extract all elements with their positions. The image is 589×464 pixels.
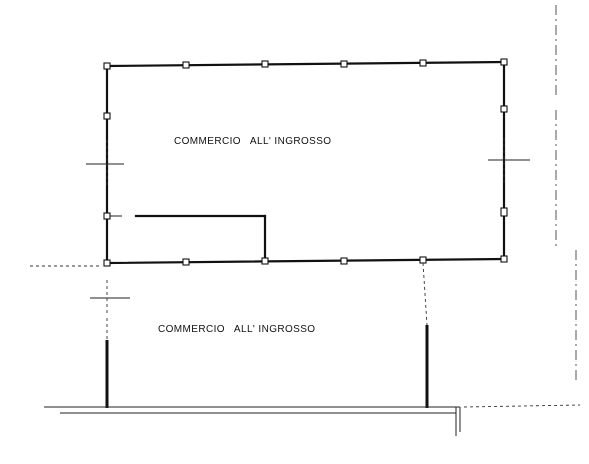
structural-nodes	[103, 58, 508, 267]
node	[419, 256, 427, 264]
node	[103, 212, 111, 220]
axis-markers	[86, 138, 530, 316]
inner-partition	[107, 214, 267, 263]
node	[261, 257, 269, 265]
node	[182, 258, 190, 266]
base-lines	[44, 404, 581, 436]
node	[103, 259, 111, 267]
upper-room-top-wall	[105, 60, 506, 68]
reference-lines	[30, 5, 577, 380]
reference-line-column	[422, 262, 428, 326]
lower-room-label: COMMERCIO ALL' INGROSSO	[158, 324, 316, 335]
node	[500, 58, 508, 66]
node	[103, 112, 111, 120]
lower-room-walls	[105, 325, 429, 408]
node	[500, 207, 508, 217]
node	[103, 62, 111, 70]
upper-room-bottom-wall	[105, 257, 506, 265]
node	[500, 105, 508, 113]
upper-room-label: COMMERCIO ALL' INGROSSO	[174, 136, 332, 147]
node	[340, 60, 348, 68]
node	[261, 60, 269, 68]
node	[419, 59, 427, 67]
base-line-extension	[463, 404, 581, 408]
node	[500, 255, 508, 263]
node	[340, 257, 348, 265]
node	[182, 61, 190, 69]
upper-room-walls	[105, 60, 506, 265]
